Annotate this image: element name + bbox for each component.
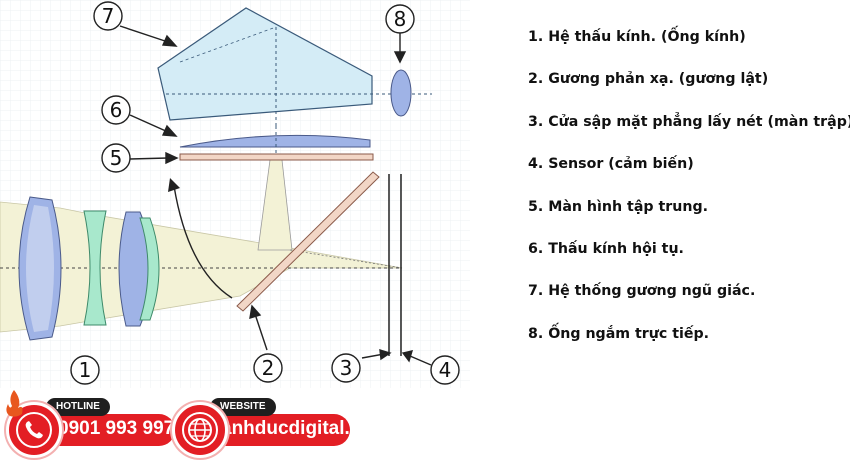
callout-2-label: 2 [262,356,275,380]
website-url: anhducdigital.vn [221,418,372,439]
callout-8-label: 8 [394,7,407,31]
eyepiece-lens [390,69,412,117]
slr-camera-diagram: 7 8 6 5 1 2 3 4 [0,0,470,390]
focus-screen [179,153,374,161]
legend-item-4: 4. Sensor (cảm biến) [528,156,694,173]
legend: 1. Hệ thấu kính. (Ống kính) 2. Gương phả… [528,22,850,361]
callout-3-label: 3 [340,356,353,380]
callout-4-label: 4 [439,358,452,382]
website-tag: WEBSITE [210,398,276,416]
callout-6 [101,95,131,125]
contact-banner: 0901 993 997 HOTLINE anhducdigital.vn WE… [0,388,470,458]
globe-icon [172,402,228,458]
condenser-lens [179,134,371,148]
callout-5 [101,143,131,173]
lens-group [18,196,160,341]
callout-8 [385,4,415,34]
callout-5-label: 5 [110,146,123,170]
legend-item-7: 7. Hệ thống gương ngũ giác. [528,283,756,300]
hotline-tag: HOTLINE [46,398,110,416]
rear-lens-green [139,217,160,321]
callout-6-label: 6 [110,98,123,122]
callout-3 [331,353,361,383]
website-pill[interactable]: anhducdigital.vn [205,414,372,446]
reflex-mirror [236,171,380,312]
legend-item-2: 2. Gương phản xạ. (gương lật) [528,71,769,88]
legend-item-6: 6. Thấu kính hội tụ. [528,240,684,257]
callout-7-label: 7 [102,4,115,28]
pentaprism [157,7,373,121]
callout-1 [70,355,100,385]
middle-lens [83,210,107,326]
hotline-pill[interactable]: 0901 993 997 [40,414,175,446]
legend-item-8: 8. Ống ngắm trực tiếp. [528,325,710,342]
callout-1-label: 1 [79,358,92,382]
hotline-number: 0901 993 997 [58,418,175,439]
callout-7 [93,1,123,31]
legend-item-5: 5. Màn hình tập trung. [528,198,709,215]
callout-4 [430,355,460,385]
legend-item-3: 3. Cửa sập mặt phẳng lấy nét (màn trập) [528,113,850,130]
legend-item-1: 1. Hệ thấu kính. (Ống kính) [528,29,746,45]
flame-icon [6,390,23,417]
callout-2 [253,353,283,383]
